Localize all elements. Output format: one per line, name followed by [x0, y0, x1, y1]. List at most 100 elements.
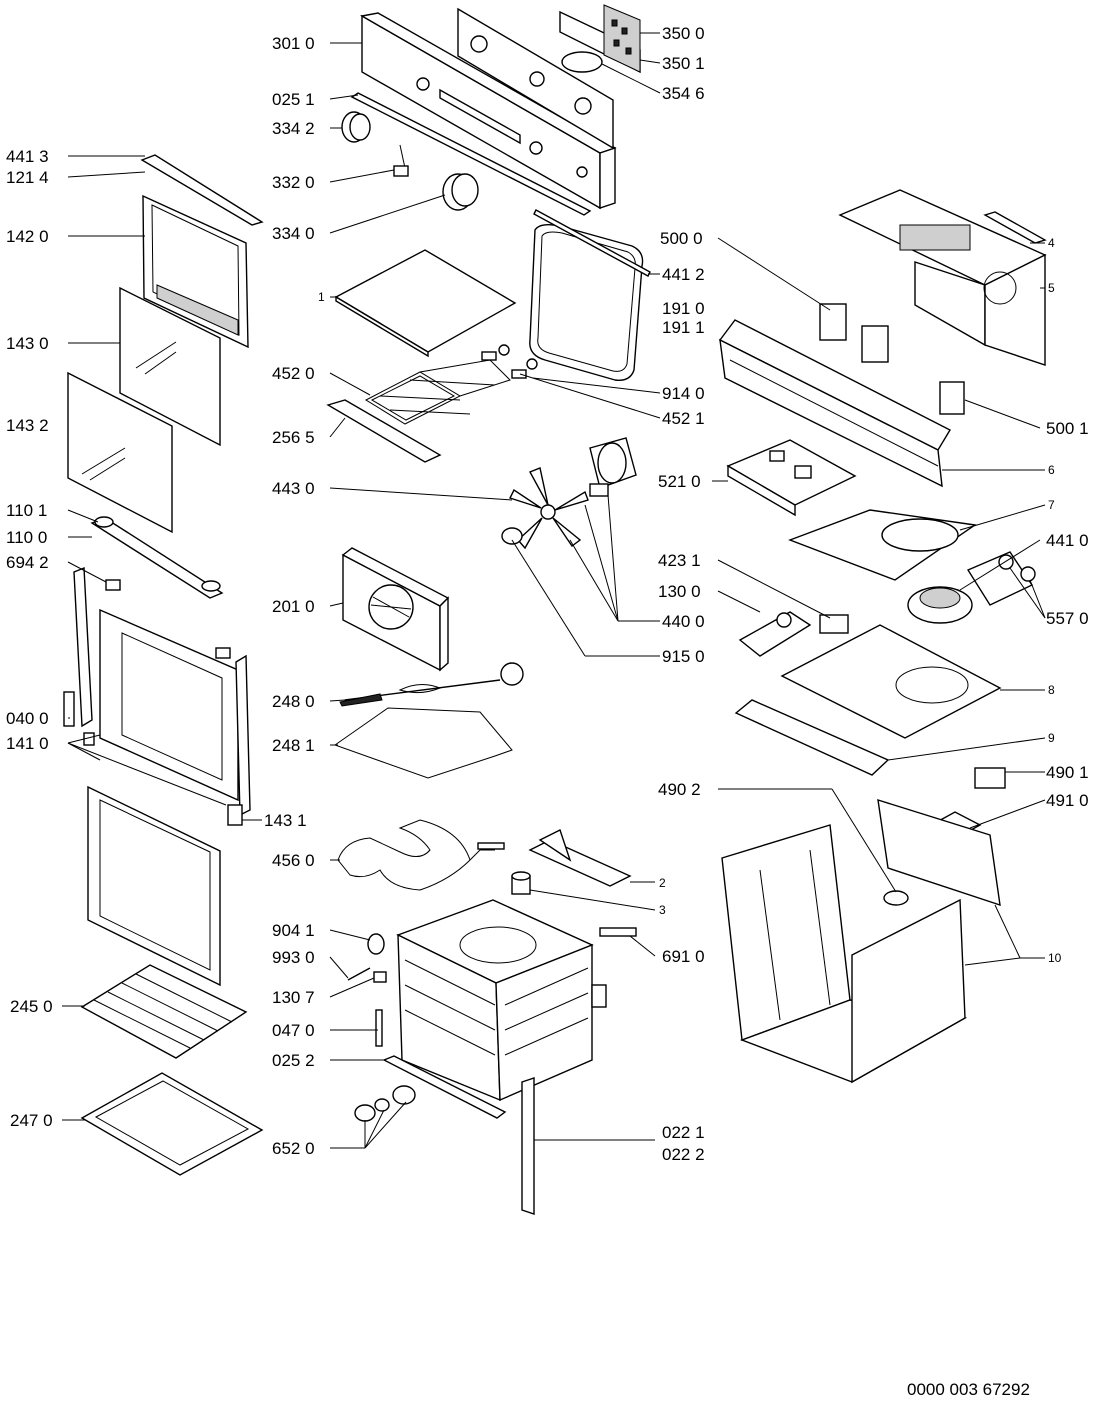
- thermostat-parts: [738, 611, 849, 657]
- callout-142-0: 142 0: [6, 227, 49, 246]
- callout-201-0: 201 0: [272, 597, 315, 616]
- control-modules: [819, 303, 965, 415]
- callout-915-0: 915 0: [662, 647, 705, 666]
- top-cover: [334, 249, 517, 358]
- rear-fan-cover: [341, 547, 450, 672]
- door-front-glass: [87, 785, 221, 987]
- door-handle: [90, 516, 224, 599]
- oven-cavity: [382, 899, 594, 1119]
- callout-441-0: 441 0: [1046, 531, 1089, 550]
- door-seal: [529, 209, 651, 381]
- cooling-fan: [907, 586, 973, 624]
- callout-3: 3: [659, 903, 666, 917]
- outer-casing: [721, 798, 1001, 1084]
- callout-256-5: 256 5: [272, 428, 315, 447]
- callout-691-0: 691 0: [662, 947, 705, 966]
- callout-121-4: 121 4: [6, 168, 49, 187]
- callout-456-0: 456 0: [272, 851, 315, 870]
- callout-904-1: 904 1: [272, 921, 315, 940]
- door-glass-outer: [67, 371, 173, 534]
- callout-143-0: 143 0: [6, 334, 49, 353]
- callout-5: 5: [1048, 281, 1055, 295]
- callout-040-0: 040 0: [6, 709, 49, 728]
- callout-423-1: 423 1: [658, 551, 701, 570]
- oven-door: [63, 566, 251, 826]
- callout-245-0: 245 0: [10, 997, 53, 1016]
- door-top-profile: [140, 154, 264, 226]
- callout-4: 4: [1048, 236, 1055, 250]
- convection-fan: [501, 467, 589, 550]
- callout-490-1: 490 1: [1046, 763, 1089, 782]
- drawing-reference-number: 0000 003 67292: [907, 1380, 1030, 1399]
- callout-332-0: 332 0: [272, 173, 315, 192]
- baking-tray: [80, 1072, 264, 1176]
- callout-143-1: 143 1: [264, 811, 307, 830]
- bottom-heating-element: [337, 819, 505, 891]
- callout-441-3: 441 3: [6, 147, 49, 166]
- knob-large: [442, 173, 479, 211]
- door-glass-inner: [119, 286, 221, 447]
- grill-element: [364, 344, 538, 425]
- callout-521-0: 521 0: [658, 472, 701, 491]
- front-frame: [718, 319, 951, 488]
- callout-334-2: 334 2: [272, 119, 315, 138]
- callout-labels: 301 0 025 1 334 2 332 0 334 0 350 0 350 …: [6, 24, 1089, 1164]
- side-rail: [521, 1077, 535, 1215]
- rear-housing: [838, 189, 1047, 366]
- callout-025-2: 025 2: [272, 1051, 315, 1070]
- callout-6: 6: [1048, 463, 1055, 477]
- door-inner-frame: [142, 194, 249, 349]
- callout-354-6: 354 6: [662, 84, 705, 103]
- callout-191-0: 191 0: [662, 299, 705, 318]
- callout-443-0: 443 0: [272, 479, 315, 498]
- callout-247-0: 247 0: [10, 1111, 53, 1130]
- callout-141-0: 141 0: [6, 734, 49, 753]
- callout-993-0: 993 0: [272, 948, 315, 967]
- cover-plate: [511, 829, 632, 895]
- callout-025-1: 025 1: [272, 90, 315, 109]
- callout-7: 7: [1048, 498, 1055, 512]
- callout-557-0: 557 0: [1046, 609, 1089, 628]
- callout-9: 9: [1048, 731, 1055, 745]
- callout-301-0: 301 0: [272, 34, 315, 53]
- callout-440-0: 440 0: [662, 612, 705, 631]
- callout-491-0: 491 0: [1046, 791, 1089, 810]
- callout-110-0: 110 0: [6, 528, 47, 547]
- callout-022-2: 022 2: [662, 1145, 705, 1164]
- callout-694-2: 694 2: [6, 553, 49, 572]
- part-drawings: [63, 4, 1047, 1215]
- leader-lines: [62, 32, 1046, 1149]
- lamp-holders: [966, 551, 1036, 606]
- callout-500-0: 500 0: [660, 229, 703, 248]
- wire-rack: [80, 964, 248, 1059]
- callout-490-2: 490 2: [658, 780, 701, 799]
- callout-143-2: 143 2: [6, 416, 49, 435]
- callout-2: 2: [659, 876, 666, 890]
- callout-10: 10: [1048, 951, 1062, 965]
- control-electronics: [559, 4, 641, 74]
- fan-motor: [589, 437, 637, 497]
- air-duct: [788, 509, 977, 581]
- callout-500-1: 500 1: [1046, 419, 1089, 438]
- callout-022-1: 022 1: [662, 1123, 705, 1142]
- callout-110-1: 110 1: [6, 501, 47, 520]
- callout-191-1: 191 1: [662, 318, 705, 337]
- knob-small: [341, 111, 371, 143]
- callout-914-0: 914 0: [662, 384, 705, 403]
- control-panel: [360, 7, 617, 210]
- callout-452-1: 452 1: [662, 409, 705, 428]
- switch: [393, 144, 409, 177]
- callout-334-0: 334 0: [272, 224, 315, 243]
- callout-441-2: 441 2: [662, 265, 705, 284]
- rotisserie: [333, 662, 524, 779]
- power-board: [726, 439, 857, 517]
- callout-047-0: 047 0: [272, 1021, 315, 1040]
- callout-8: 8: [1048, 683, 1055, 697]
- small-fasteners: [347, 927, 637, 1047]
- heat-shield: [326, 399, 442, 463]
- callout-1: 1: [318, 290, 325, 304]
- callout-350-0: 350 0: [662, 24, 705, 43]
- callout-452-0: 452 0: [272, 364, 315, 383]
- hinge-knobs: [354, 1085, 416, 1122]
